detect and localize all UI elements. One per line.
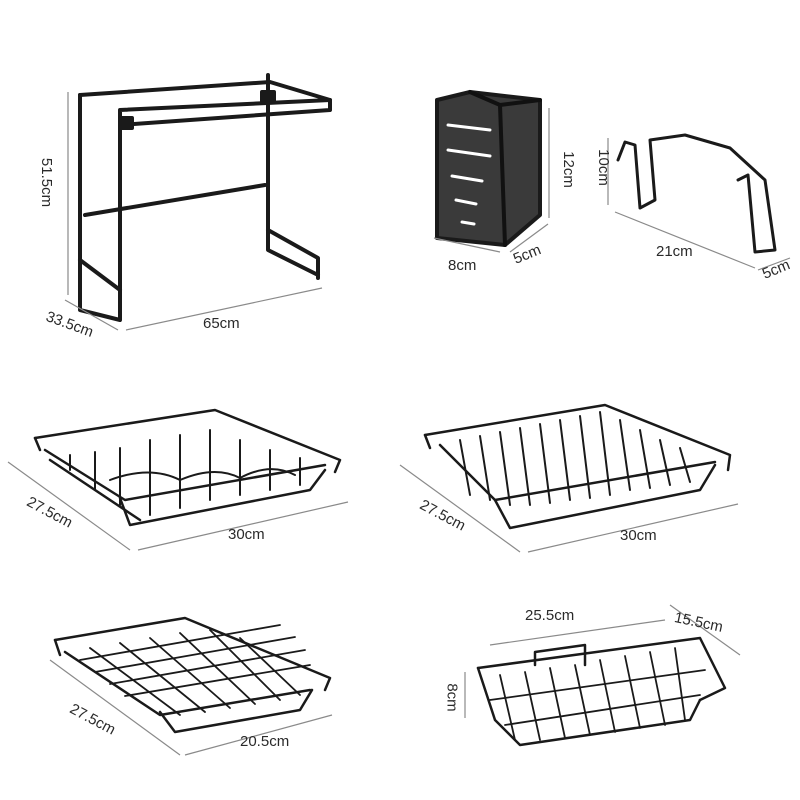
dim-grid-basket-width: 20.5cm [240,733,290,750]
dim-side-basket-height: 8cm [443,683,461,712]
dim-board-width: 21cm [656,243,693,260]
cutting-board-holder-drawing [616,133,777,254]
plate-rack-drawing [423,403,732,530]
dim-holder-width: 8cm [448,257,477,274]
dim-board-height: 10cm [594,149,612,186]
dish-rack-frame-drawing [78,73,332,322]
dim-bowl-basket-width: 30cm [228,526,265,543]
bowl-basket-drawing [33,408,342,527]
dim-holder-height: 12cm [559,151,577,188]
dim-side-basket-width: 25.5cm [525,607,575,624]
side-basket-drawing [476,636,727,747]
dimension-lines [7,92,791,756]
grid-basket-drawing [53,616,332,734]
utensil-holder-drawing [435,90,542,247]
dim-frame-height: 51.5cm [38,157,56,208]
dim-plate-rack-width: 30cm [620,527,657,544]
dim-frame-width: 65cm [203,315,240,332]
